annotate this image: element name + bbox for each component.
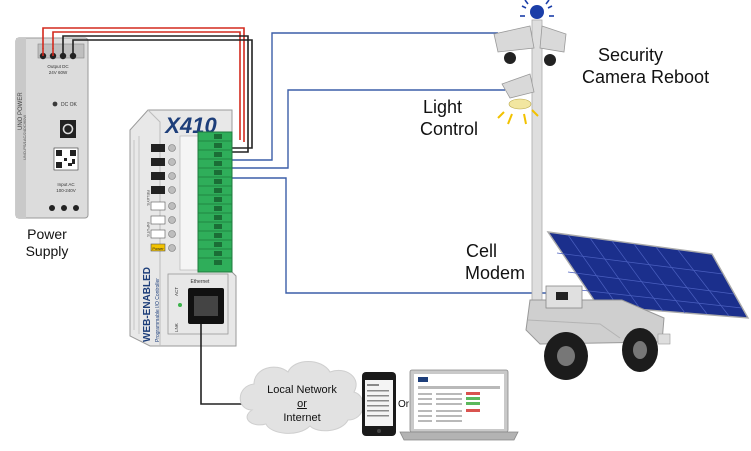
smartphone — [362, 372, 396, 436]
ps-output-text: 24V 60W — [49, 70, 68, 75]
network-cable — [200, 324, 252, 405]
network-label-line3: Internet — [283, 412, 321, 424]
power-wires — [42, 27, 253, 153]
ps-model-text: UNO-PS/1AC/24DC/60W — [22, 115, 27, 160]
ethernet-label: Ethernet — [191, 279, 211, 285]
ps-input-text: 100-240V — [56, 188, 76, 193]
port-label-act: ACT — [174, 287, 179, 296]
signal-wires — [232, 32, 548, 294]
cell-label-line1: Cell — [466, 241, 498, 261]
or-label: Or — [398, 399, 410, 410]
cell-modem — [545, 285, 583, 309]
network-label-line2: or — [297, 398, 307, 410]
device-side-text: WEB-ENABLED — [142, 267, 153, 342]
device-power-label: Power — [152, 246, 164, 251]
security-label-line1: Security — [598, 45, 664, 65]
camera-trailer — [493, 0, 750, 380]
trailer-wheels — [544, 328, 658, 380]
wire-light — [232, 89, 505, 169]
power-supply-label: Power Supply — [14, 226, 80, 260]
network-cloud — [239, 361, 364, 434]
wire-camera — [232, 32, 498, 161]
device-side-subtext: Programmable I/O Controller — [155, 278, 161, 342]
cell-modem-label: Cell Modem — [465, 240, 545, 284]
solar-panel — [546, 231, 750, 319]
x410-device: X410 Power RELAYS INPUTS — [129, 109, 237, 347]
device-inputs-label: INPUTS — [146, 222, 151, 237]
device-relays-label: RELAYS — [146, 190, 151, 206]
ps-qr-code — [53, 147, 79, 171]
terminal-block — [197, 131, 233, 273]
network-label: Local Network or Internet — [256, 383, 348, 425]
ps-logo — [60, 120, 76, 138]
power-supply-label-line1: Power — [27, 226, 67, 242]
light-control-label: Light Control — [420, 96, 500, 140]
power-supply: + + - - UNO POWER UNO-PS/1AC/24DC/60W Ou… — [15, 37, 89, 219]
laptop — [399, 369, 519, 441]
port-label-lnk: LNK — [174, 323, 179, 332]
flood-light — [497, 73, 539, 125]
beacon-light — [520, 0, 554, 19]
device-led-column: Power RELAYS INPUTS — [146, 144, 166, 252]
power-supply-label-line2: Supply — [25, 243, 69, 259]
dc-ok-led — [52, 101, 58, 107]
security-cameras — [493, 25, 567, 66]
light-label-line2: Control — [420, 119, 479, 139]
security-camera-label: Security Camera Reboot — [582, 44, 742, 88]
ps-output-text: Output DC — [47, 64, 69, 69]
ps-status-text: DC OK — [61, 102, 78, 108]
light-label-line1: Light — [423, 97, 463, 117]
power-supply-top-terminals: + + - - — [37, 43, 85, 60]
wire-modem — [232, 177, 548, 294]
ps-vertical-text: UNO POWER — [18, 92, 24, 130]
cell-label-line2: Modem — [465, 263, 526, 283]
security-label-line2: Camera Reboot — [582, 67, 710, 87]
ps-input-text: Input AC — [57, 182, 75, 187]
network-label-line1: Local Network — [267, 384, 337, 396]
